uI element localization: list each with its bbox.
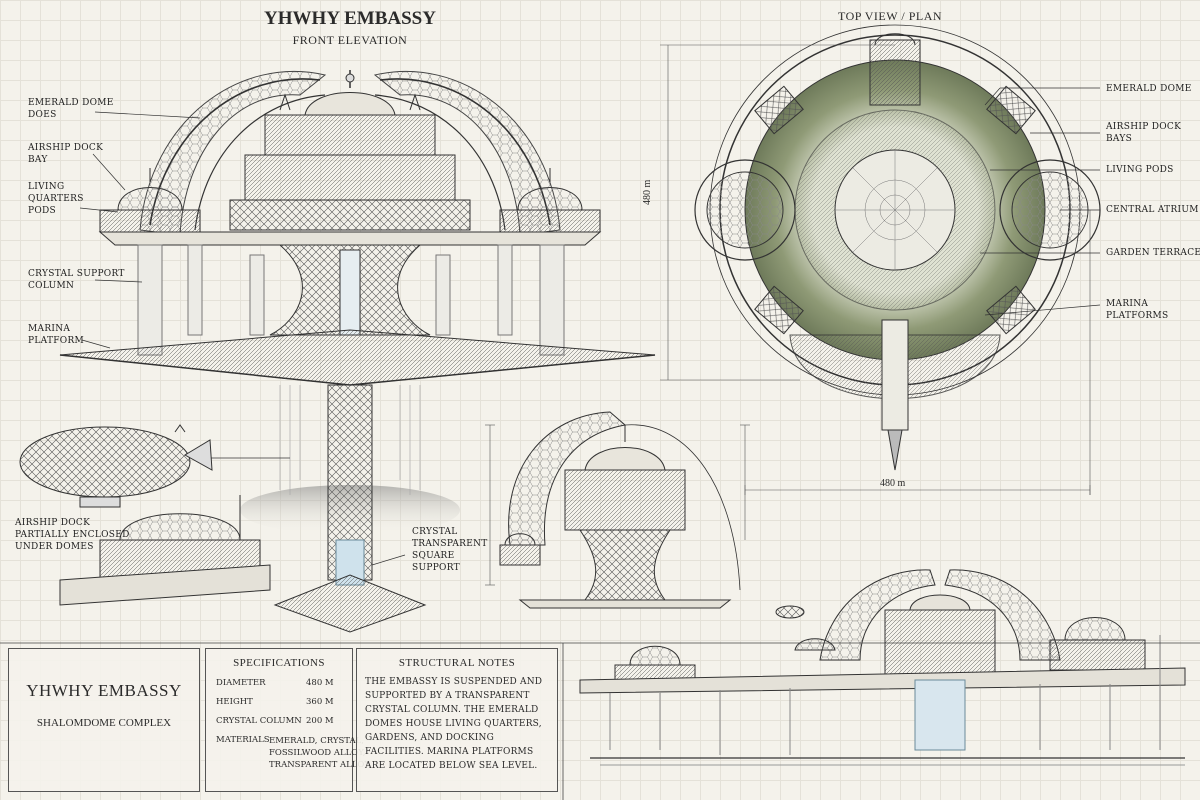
spec-label: MATERIALS <box>216 735 270 745</box>
specifications-heading: SPECIFICATIONS <box>233 657 325 669</box>
plan-label-marina-platforms: MARINA PLATFORMS <box>1106 299 1169 321</box>
label-living-quarters-pods: LIVING QUARTERS PODS <box>28 182 84 216</box>
structural-notes-panel: STRUCTURAL NOTES THE EMBASSY IS SUSPENDE… <box>356 648 558 792</box>
label-emerald-dome: EMERALD DOME DOES <box>28 98 114 120</box>
elevation-subtitle: FRONT ELEVATION <box>292 33 408 47</box>
label-airship-dock-bay: AIRSHIP DOCK BAY <box>28 143 104 165</box>
label-crystal-square-support: CRYSTAL TRANSPARENT SQUARE SUPPORT <box>412 527 488 573</box>
spec-value: EMERALD, CRYSTAL, FOSSILWOOD ALLOY, TRAN… <box>269 736 370 770</box>
airship-dock-drawing <box>19 424 271 606</box>
title-block: YHWHY EMBASSY SHALOMDOME COMPLEX <box>8 648 200 792</box>
side-elevation-drawing <box>499 411 741 609</box>
label-crystal-support-column: CRYSTAL SUPPORT COLUMN <box>28 269 125 291</box>
specifications-panel: SPECIFICATIONS DIAMETER 480 m HEIGHT 360… <box>205 648 370 792</box>
plan-label-garden-terraces: GARDEN TERRACES <box>1106 248 1200 258</box>
side-elevation-dimension-lines <box>485 424 750 586</box>
label-marina-platform: MARINA PLATFORM <box>28 324 85 346</box>
plan-dimension-lines <box>660 44 1091 495</box>
spec-label: DIAMETER <box>216 678 266 688</box>
plan-label-emerald-dome: EMERALD DOME <box>1106 84 1192 94</box>
label-airship-dock-enclosed: AIRSHIP DOCK PARTIALLY ENCLOSED UNDER DO… <box>15 518 130 552</box>
spec-value: 480 m <box>306 678 334 688</box>
spec-value: 200 m <box>306 716 334 726</box>
plan-label-central-atrium: CENTRAL ATRIUM <box>1106 205 1199 215</box>
plan-title: TOP VIEW / PLAN <box>837 9 943 23</box>
spec-value: 360 m <box>306 697 334 707</box>
title-block-name: YHWHY EMBASSY <box>26 681 182 700</box>
title-block-complex: SHALOMDOME COMPLEX <box>36 717 172 729</box>
structural-notes-text: THE EMBASSY IS SUSPENDED AND SUPPORTED B… <box>365 677 543 771</box>
elevation-title: YHWHY EMBASSY <box>264 8 436 29</box>
structural-notes-heading: STRUCTURAL NOTES <box>398 657 516 669</box>
spec-label: HEIGHT <box>216 697 253 707</box>
spec-label: CRYSTAL COLUMN <box>216 716 302 726</box>
plan-dimension-horizontal: 480 m <box>880 478 906 489</box>
plan-label-living-pods: LIVING PODS <box>1106 165 1174 175</box>
frame-lines <box>0 642 1200 800</box>
elevation-leader-lines <box>79 111 406 566</box>
panorama-elevation-drawing <box>579 569 1186 766</box>
plan-label-airship-dock-bays: AIRSHIP DOCK BAYS <box>1106 122 1182 144</box>
front-elevation-drawing <box>59 70 656 633</box>
plan-leader-lines <box>980 87 1101 316</box>
plan-dimension-vertical: 480 m <box>642 179 653 205</box>
plan-drawing <box>694 24 1101 471</box>
